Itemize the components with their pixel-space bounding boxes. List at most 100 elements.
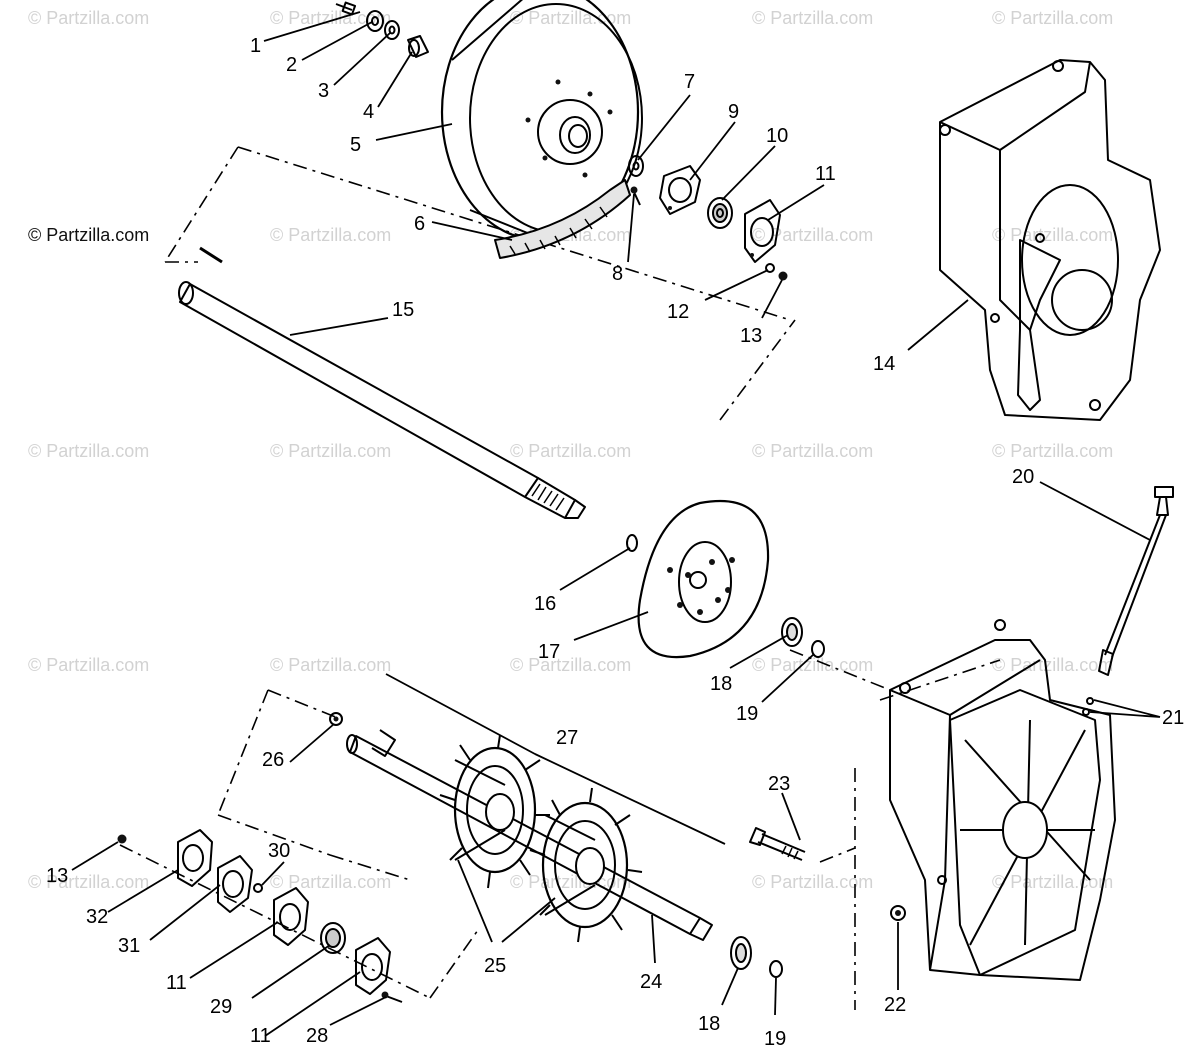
part-13-nut-lower bbox=[117, 834, 127, 844]
part-24-drive-shaft bbox=[346, 729, 713, 941]
callout-11-lower-a: 11 bbox=[166, 972, 187, 994]
watermark: © Partzilla.com bbox=[752, 8, 873, 28]
part-31-gasket bbox=[217, 855, 253, 913]
part-18-seal bbox=[781, 617, 803, 647]
part-10-bearing bbox=[707, 197, 733, 229]
watermark: © Partzilla.com bbox=[270, 441, 391, 461]
chaincase-lower bbox=[889, 619, 1116, 981]
part-25-drive-sprocket-a bbox=[439, 734, 550, 889]
callout-28: 28 bbox=[306, 1025, 328, 1047]
part-19-o-ring-lower bbox=[769, 960, 783, 978]
callout-4: 4 bbox=[363, 101, 374, 123]
callout-13: 13 bbox=[740, 325, 762, 347]
watermark: © Partzilla.com bbox=[992, 872, 1113, 892]
part-30-washer bbox=[253, 883, 263, 893]
part-6-chain bbox=[494, 179, 631, 259]
callout-21: 21 bbox=[1162, 707, 1184, 729]
part-25-drive-sprocket-b bbox=[529, 787, 643, 943]
part-4-spacer bbox=[407, 35, 429, 58]
watermark: © Partzilla.com bbox=[28, 441, 149, 461]
callout-11: 11 bbox=[815, 163, 836, 185]
callout-13-lower: 13 bbox=[46, 865, 68, 887]
watermark: © Partzilla.com bbox=[992, 225, 1113, 245]
upper-group-bracket bbox=[164, 146, 796, 421]
part-11-flange-lower-a bbox=[273, 887, 309, 946]
callout-29: 29 bbox=[210, 996, 232, 1018]
callout-17: 17 bbox=[538, 641, 560, 663]
part-32-flange bbox=[177, 829, 213, 887]
watermark: © Partzilla.com bbox=[752, 655, 873, 675]
callout-9: 9 bbox=[728, 101, 739, 123]
callout-22: 22 bbox=[884, 994, 906, 1016]
part-22-nut bbox=[890, 905, 906, 921]
callout-30: 30 bbox=[268, 840, 290, 862]
part-18-seal-lower bbox=[730, 936, 752, 970]
watermark: © Partzilla.com bbox=[992, 655, 1113, 675]
part-9-flange bbox=[659, 165, 701, 215]
part-1-screw bbox=[335, 1, 357, 16]
watermark-layer: © Partzilla.com © Partzilla.com © Partzi… bbox=[28, 8, 1113, 892]
callout-16: 16 bbox=[534, 593, 556, 615]
callout-1: 1 bbox=[250, 35, 261, 57]
callout-5: 5 bbox=[350, 134, 361, 156]
watermark: © Partzilla.com bbox=[28, 225, 149, 245]
part-23-bolt bbox=[749, 827, 806, 861]
part-26-plug bbox=[329, 712, 343, 726]
watermark: © Partzilla.com bbox=[270, 655, 391, 675]
callout-7: 7 bbox=[684, 71, 695, 93]
part-15-shaft bbox=[178, 246, 586, 519]
watermark: © Partzilla.com bbox=[510, 441, 631, 461]
part-11-flange bbox=[744, 199, 781, 263]
callout-18-lower: 18 bbox=[698, 1013, 720, 1035]
watermark: © Partzilla.com bbox=[752, 225, 873, 245]
part-14-chaincase-upper bbox=[939, 59, 1161, 421]
callout-20: 20 bbox=[1012, 466, 1034, 488]
callout-31: 31 bbox=[118, 935, 140, 957]
callout-27: 27 bbox=[556, 727, 578, 749]
part-28-bolt bbox=[381, 991, 403, 1003]
right-vertical-bracket bbox=[819, 768, 856, 1010]
part-12-washer bbox=[765, 263, 775, 273]
callout-14: 14 bbox=[873, 353, 895, 375]
watermark: © Partzilla.com bbox=[28, 655, 149, 675]
watermark: © Partzilla.com bbox=[752, 872, 873, 892]
part-8-bolt bbox=[630, 186, 641, 206]
callout-25: 25 bbox=[484, 955, 506, 977]
part-16-circlip bbox=[626, 534, 638, 552]
callout-32: 32 bbox=[86, 906, 108, 928]
lower-left-bracket bbox=[217, 689, 479, 999]
callout-15: 15 bbox=[392, 299, 414, 321]
callout-3: 3 bbox=[318, 80, 329, 102]
callout-11-lower-b: 11 bbox=[250, 1025, 271, 1047]
callout-18: 18 bbox=[710, 673, 732, 695]
callout-19-lower: 19 bbox=[764, 1028, 786, 1050]
part-7-washer bbox=[628, 155, 644, 177]
leader-lines bbox=[71, 11, 1161, 1037]
part-29-bearing bbox=[320, 922, 346, 954]
part-2-washer bbox=[366, 10, 384, 32]
watermark: © Partzilla.com bbox=[510, 655, 631, 675]
watermark: © Partzilla.com bbox=[270, 225, 391, 245]
callout-23: 23 bbox=[768, 773, 790, 795]
part-13-nut bbox=[778, 271, 788, 281]
callout-10: 10 bbox=[766, 125, 788, 147]
watermark: © Partzilla.com bbox=[28, 8, 149, 28]
watermark: © Partzilla.com bbox=[992, 8, 1113, 28]
part-20-dipstick bbox=[1098, 486, 1174, 676]
callout-24: 24 bbox=[640, 971, 662, 993]
callout-26: 26 bbox=[262, 749, 284, 771]
callout-6: 6 bbox=[414, 213, 425, 235]
part-17-brake-disc bbox=[637, 499, 770, 659]
watermark: © Partzilla.com bbox=[270, 872, 391, 892]
watermark: © Partzilla.com bbox=[752, 441, 873, 461]
callout-labels: 1 2 3 4 5 6 7 8 9 10 11 12 13 14 15 16 1… bbox=[46, 35, 1184, 1050]
callout-19: 19 bbox=[736, 703, 758, 725]
watermark: © Partzilla.com bbox=[28, 872, 149, 892]
part-3-washer bbox=[384, 20, 400, 40]
callout-8: 8 bbox=[612, 263, 623, 285]
callout-12: 12 bbox=[667, 301, 689, 323]
watermark: © Partzilla.com bbox=[992, 441, 1113, 461]
part-19-o-ring bbox=[811, 640, 825, 658]
callout-2: 2 bbox=[286, 54, 297, 76]
